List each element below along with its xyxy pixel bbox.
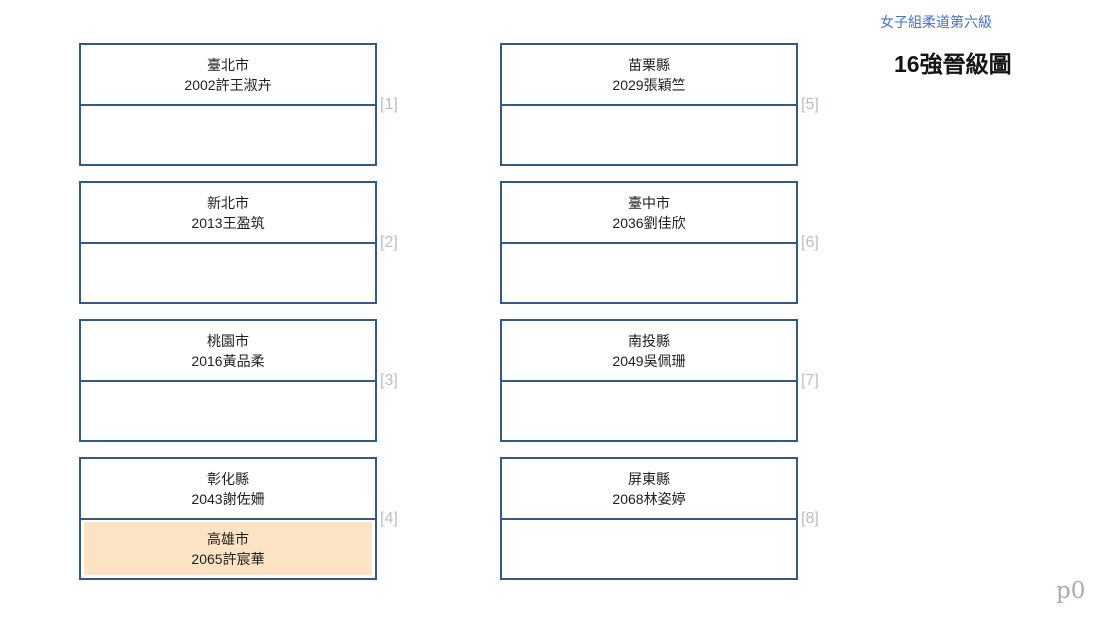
match-number-label: [6]	[801, 233, 819, 251]
seed-cell-top: 臺中市 2036劉佳欣	[502, 183, 796, 244]
region-label: 臺北市	[207, 56, 249, 73]
seed-cell-bottom	[81, 382, 375, 440]
match-number-label: [2]	[380, 233, 398, 251]
seed-cell-bottom	[502, 244, 796, 302]
seed-cell-bottom	[81, 244, 375, 302]
competitor-label: 2068林姿婷	[612, 490, 686, 507]
competitor-label: 2016黃品柔	[191, 352, 265, 369]
competitor-label: 2013王盈筑	[191, 214, 265, 231]
winner-slot-highlighted: 高雄市 2065許宸華	[84, 522, 372, 575]
seed-cell-top: 屏東縣 2068林姿婷	[502, 459, 796, 520]
seed-cell-bottom	[502, 382, 796, 440]
match-number-label: [3]	[380, 371, 398, 389]
seed-cell-top: 苗栗縣 2029張穎竺	[502, 45, 796, 106]
bracket-box-4: 彰化縣 2043謝佐姍 高雄市 2065許宸華 [4]	[79, 457, 398, 580]
seed-cell-top: 桃園市 2016黃品柔	[81, 321, 375, 382]
bracket-box-5: 苗栗縣 2029張穎竺 [5]	[500, 43, 819, 166]
bracket-box-3: 桃園市 2016黃品柔 [3]	[79, 319, 398, 442]
bracket-box-6: 臺中市 2036劉佳欣 [6]	[500, 181, 819, 304]
seed-cell-bottom: 高雄市 2065許宸華	[81, 520, 375, 578]
winner-slot	[505, 108, 793, 161]
competitor-label: 2065許宸華	[191, 550, 265, 567]
region-label: 屏東縣	[628, 470, 670, 487]
winner-slot	[84, 246, 372, 299]
winner-slot	[84, 384, 372, 437]
page-title: 16強晉級圖	[894, 51, 1012, 77]
match-number-label: [8]	[801, 509, 819, 527]
region-label: 新北市	[207, 194, 249, 211]
region-label: 臺中市	[628, 194, 670, 211]
match-number-label: [7]	[801, 371, 819, 389]
region-label: 彰化縣	[207, 470, 249, 487]
match-number-label: [1]	[380, 95, 398, 113]
bracket-box-7: 南投縣 2049吳佩珊 [7]	[500, 319, 819, 442]
winner-slot	[505, 522, 793, 575]
competitor-label: 2043謝佐姍	[191, 490, 265, 507]
seed-cell-bottom	[502, 106, 796, 164]
seed-cell-top: 彰化縣 2043謝佐姍	[81, 459, 375, 520]
seed-cell-bottom	[502, 520, 796, 578]
winner-slot	[505, 384, 793, 437]
page-watermark: p0	[1056, 578, 1086, 604]
region-label: 高雄市	[207, 530, 249, 547]
competitor-label: 2049吳佩珊	[612, 352, 686, 369]
winner-slot	[84, 108, 372, 161]
competitor-label: 2036劉佳欣	[612, 214, 686, 231]
bracket-box-8: 屏東縣 2068林姿婷 [8]	[500, 457, 819, 580]
match-number-label: [4]	[380, 509, 398, 527]
region-label: 南投縣	[628, 332, 670, 349]
bracket-box-1: 臺北市 2002許王淑卉 [1]	[79, 43, 398, 166]
competitor-label: 2002許王淑卉	[184, 76, 272, 93]
region-label: 桃園市	[207, 332, 249, 349]
winner-slot	[505, 246, 793, 299]
region-label: 苗栗縣	[628, 56, 670, 73]
bracket-box-2: 新北市 2013王盈筑 [2]	[79, 181, 398, 304]
category-label: 女子組柔道第六級	[880, 14, 992, 30]
competitor-label: 2029張穎竺	[612, 76, 686, 93]
match-number-label: [5]	[801, 95, 819, 113]
seed-cell-top: 臺北市 2002許王淑卉	[81, 45, 375, 106]
seed-cell-top: 新北市 2013王盈筑	[81, 183, 375, 244]
seed-cell-bottom	[81, 106, 375, 164]
seed-cell-top: 南投縣 2049吳佩珊	[502, 321, 796, 382]
